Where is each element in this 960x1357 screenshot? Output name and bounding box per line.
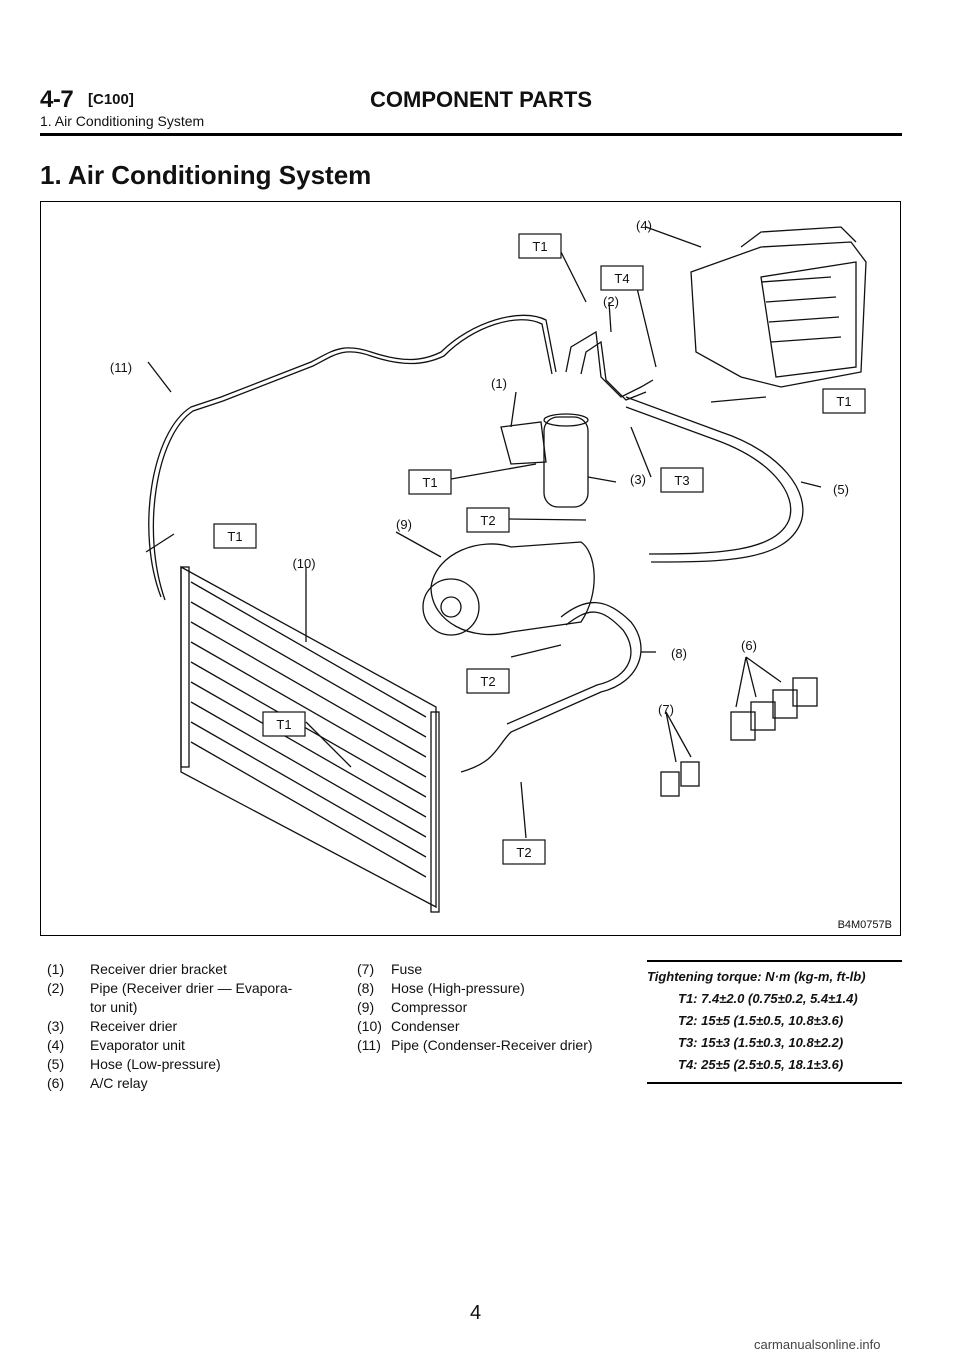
tag-t1: T1 xyxy=(532,239,547,254)
callout-6: (6) xyxy=(741,638,757,653)
tag-t1: T1 xyxy=(836,394,851,409)
legend-item: (3)Receiver drier xyxy=(47,1018,178,1034)
header-rule xyxy=(40,133,902,136)
callout-1: (1) xyxy=(491,376,507,391)
legend-item: (1)Receiver drier bracket xyxy=(47,961,227,977)
callout-9: (9) xyxy=(396,517,412,532)
tag-t1: T1 xyxy=(276,717,291,732)
ac-relays xyxy=(730,677,818,741)
hose-high-pressure xyxy=(460,601,642,773)
torque-row: T2: 15±5 (1.5±0.5, 10.8±3.6) xyxy=(678,1013,844,1028)
compressor xyxy=(430,541,595,636)
section-subtitle: 1. Air Conditioning System xyxy=(40,113,205,129)
legend-item: (7)Fuse xyxy=(357,961,423,977)
legend-item: tor unit) xyxy=(90,999,138,1015)
section-number: 4-7 xyxy=(40,86,74,113)
section-code: [C100] xyxy=(88,91,134,108)
callout-5: (5) xyxy=(833,482,849,497)
fuses xyxy=(660,761,700,797)
tag-t2: T2 xyxy=(480,674,495,689)
callout-11: (11) xyxy=(110,360,132,375)
receiver-drier-bracket xyxy=(500,421,547,465)
legend-item: (11)Pipe (Condenser-Receiver drier) xyxy=(357,1037,593,1053)
component-diagram: T1 T4 T1 T1 T3 T2 T1 T2 T1 T2 (4) (2) (1… xyxy=(40,201,901,936)
page-title: 1. Air Conditioning System xyxy=(40,160,372,190)
tag-t2: T2 xyxy=(480,513,495,528)
legend-item: (10)Condenser xyxy=(357,1018,460,1034)
section-title: COMPONENT PARTS xyxy=(370,87,593,112)
hose-low-pressure xyxy=(625,396,804,563)
callout-10: (10) xyxy=(292,556,315,571)
legend-item: (5)Hose (Low-pressure) xyxy=(47,1056,221,1072)
torque-row: T1: 7.4±2.0 (0.75±0.2, 5.4±1.4) xyxy=(678,991,858,1006)
pipe-receiver-evaporator xyxy=(565,330,654,398)
tag-t1: T1 xyxy=(422,475,437,490)
figure-id: B4M0757B xyxy=(837,919,892,931)
torque-row: T3: 15±3 (1.5±0.3, 10.8±2.2) xyxy=(678,1035,844,1050)
page-header: 4-7 [C100] COMPONENT PARTS 1. Air Condit… xyxy=(40,86,902,136)
legend-right: (7)Fuse (8)Hose (High-pressure) (9)Compr… xyxy=(357,960,593,1055)
tag-t1: T1 xyxy=(227,529,242,544)
page-number: 4 xyxy=(470,1302,482,1324)
legend-item: (6)A/C relay xyxy=(47,1075,148,1091)
callout-4: (4) xyxy=(636,218,652,233)
legend-item: (9)Compressor xyxy=(357,999,468,1015)
legend-left: (1)Receiver drier bracket (2)Pipe (Recei… xyxy=(47,960,292,1093)
torque-row: T4: 25±5 (2.5±0.5, 18.1±3.6) xyxy=(678,1057,844,1072)
tag-t4: T4 xyxy=(614,271,629,286)
legend-item: (8)Hose (High-pressure) xyxy=(357,980,525,996)
callout-8: (8) xyxy=(671,646,687,661)
torque-heading: Tightening torque: N·m (kg-m, ft-lb) xyxy=(647,969,866,984)
callout-2: (2) xyxy=(603,294,619,309)
tag-t2: T2 xyxy=(516,845,531,860)
torque-table: Tightening torque: N·m (kg-m, ft-lb) T1:… xyxy=(647,960,902,1084)
callout-7: (7) xyxy=(658,702,674,717)
receiver-drier xyxy=(543,416,589,508)
watermark-link[interactable]: carmanualsonline.info xyxy=(754,1337,881,1352)
callout-3: (3) xyxy=(630,472,646,487)
legend-item: (2)Pipe (Receiver drier — Evapora- xyxy=(47,980,293,996)
pipe-condenser-receiver xyxy=(148,314,557,598)
evaporator-unit xyxy=(690,241,867,388)
legend-item: (4)Evaporator unit xyxy=(47,1037,185,1053)
diagram-drawing: T1 T4 T1 T1 T3 T2 T1 T2 T1 T2 (4) (2) (1… xyxy=(110,218,867,913)
condenser xyxy=(180,565,440,913)
tag-t3: T3 xyxy=(674,473,689,488)
